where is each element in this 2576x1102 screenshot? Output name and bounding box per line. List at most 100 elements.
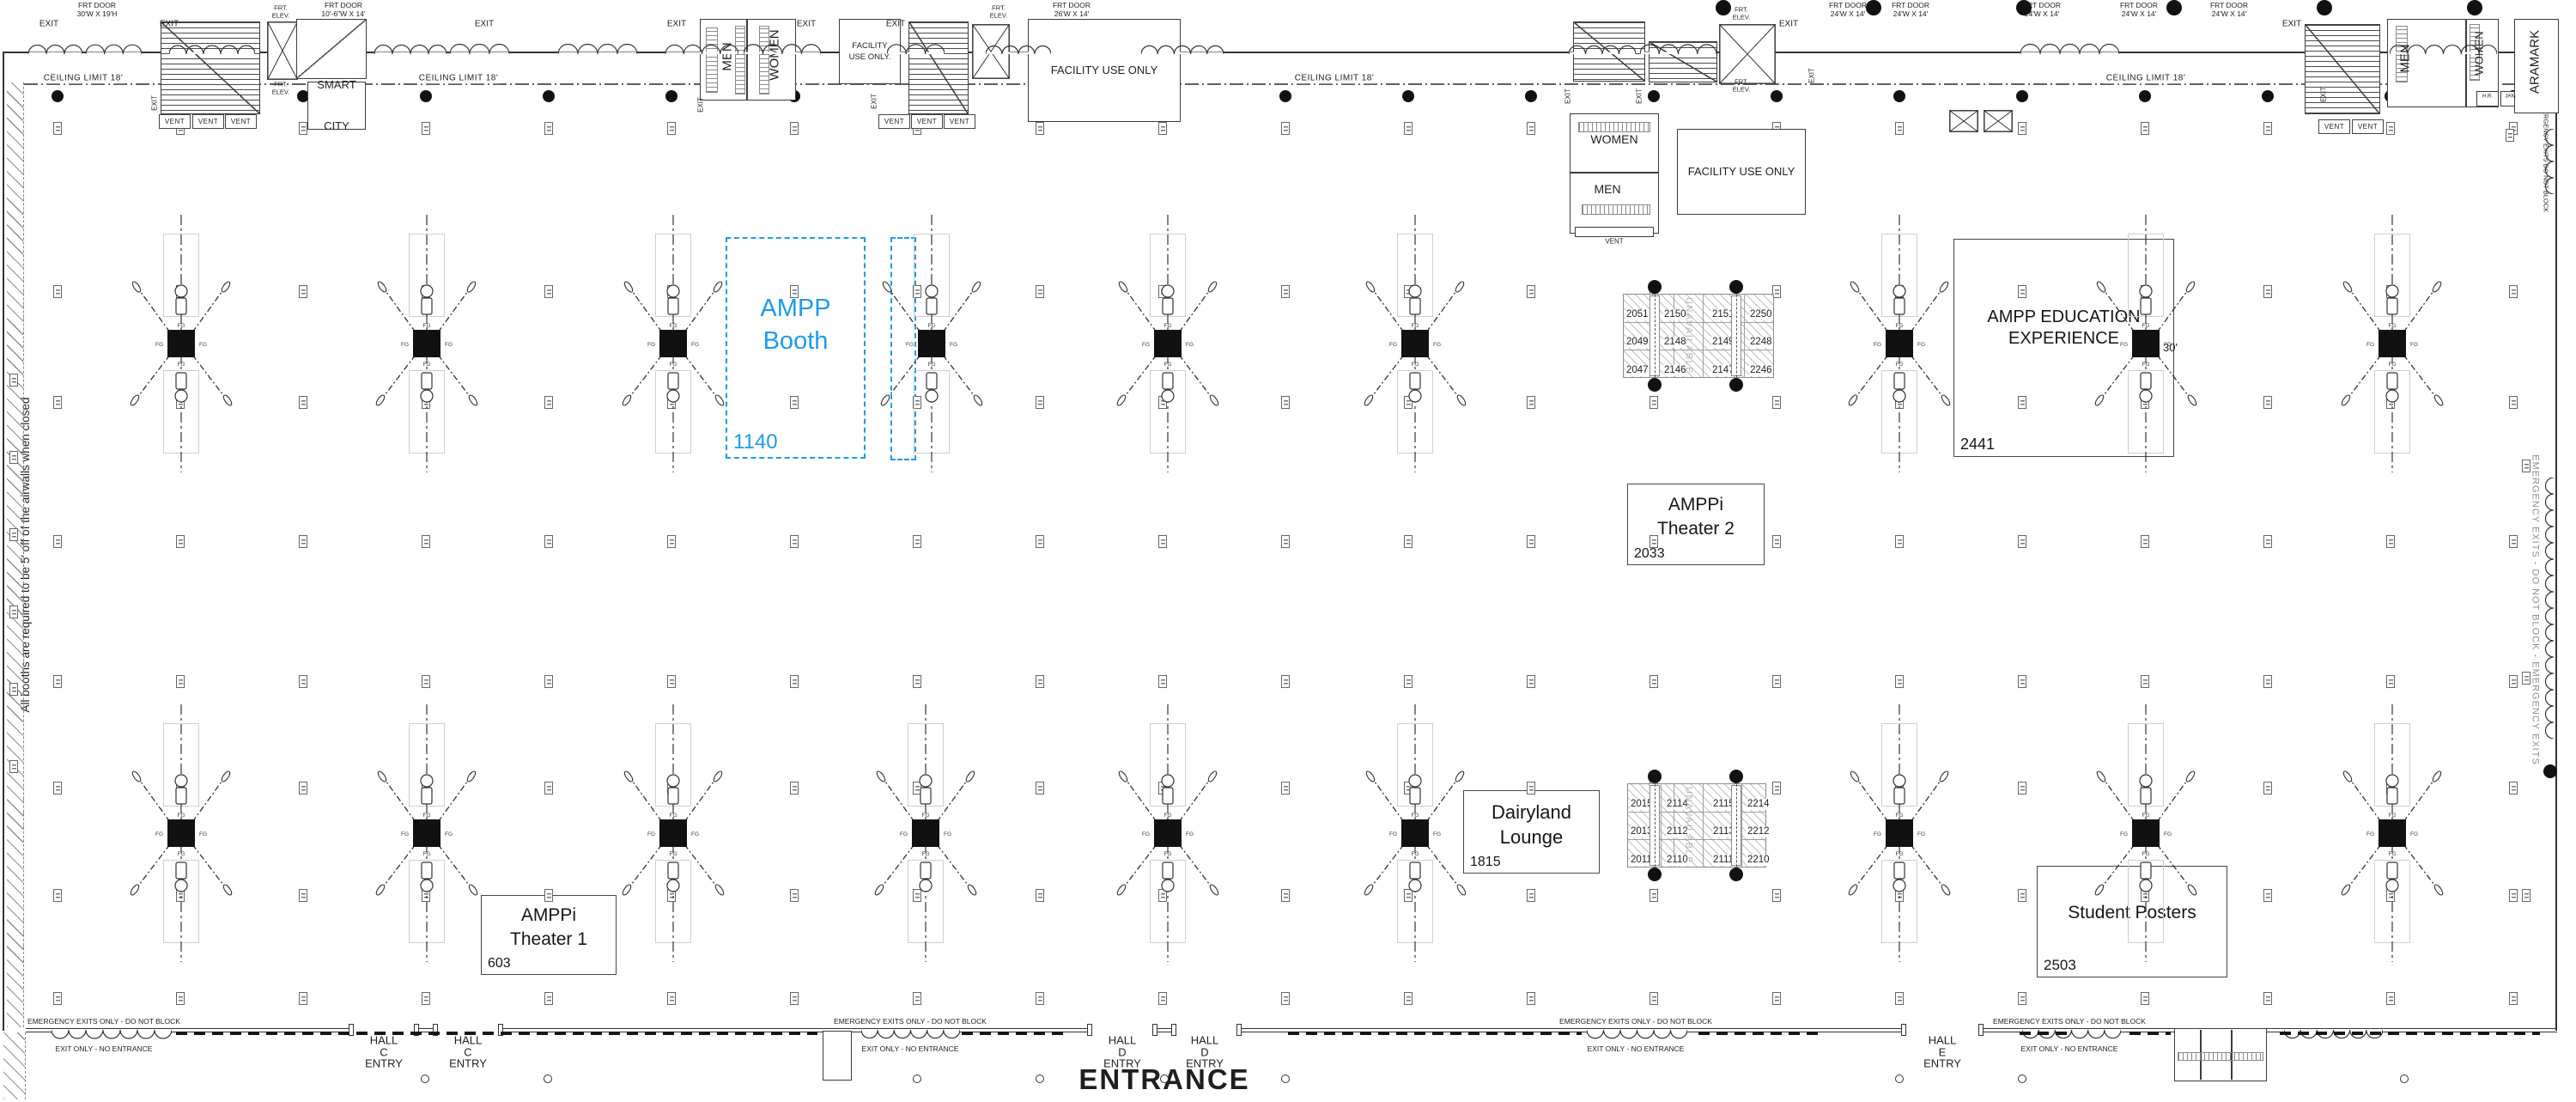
floor-marker [790, 122, 799, 135]
grid-line [1627, 811, 1766, 813]
truss-strip-line [1736, 771, 1737, 880]
svg-text:FG: FG [1874, 342, 1881, 348]
svg-text:FG: FG [1411, 362, 1419, 368]
booth-number[interactable]: 2150 [1663, 308, 1687, 320]
booth-number[interactable]: 2047 [1625, 365, 1649, 376]
booth-number[interactable]: 2151 [1711, 308, 1735, 320]
dairyland-lounge-area[interactable]: Dairyland Lounge 1815 [1463, 790, 1600, 874]
booth-number[interactable]: 2015 [1630, 798, 1654, 810]
elevator-icon [1949, 110, 1978, 132]
booth-number[interactable]: 2049 [1625, 337, 1649, 349]
svg-text:FG: FG [669, 851, 677, 857]
booth-number[interactable]: 2149 [1711, 337, 1735, 349]
booth-number[interactable]: 2212 [1747, 826, 1771, 838]
door-arcs [665, 44, 738, 54]
svg-text:FG: FG [1895, 813, 1903, 819]
booth-number[interactable]: 2013 [1630, 826, 1654, 838]
floor-marker [2386, 122, 2395, 135]
wall-left [3, 52, 5, 1031]
frt-door-label: FRT DOOR 24'W X 14' [2022, 1, 2062, 18]
ampp-theater2-line2: Theater 2 [1657, 519, 1735, 539]
restroom-fixtures [2178, 1052, 2263, 1061]
column-dot [1771, 90, 1783, 102]
ampp-theater2-area[interactable]: AMPPi Theater 2 2033 [1627, 484, 1765, 565]
booth-number[interactable]: 2011 [1630, 855, 1653, 866]
floor-marker [1158, 675, 1167, 688]
floor-marker [53, 889, 62, 902]
door-arcs [169, 45, 255, 54]
floor-marker [1649, 535, 1658, 548]
svg-text:FG: FG [2366, 831, 2374, 837]
grid-line [1703, 294, 1704, 378]
grid-line [1627, 839, 1766, 841]
restroom-fixtures [706, 27, 718, 93]
door-arcs [52, 1030, 172, 1039]
svg-text:FG: FG [199, 831, 207, 837]
booth-number[interactable]: 2148 [1663, 337, 1687, 349]
floor-marker [1649, 889, 1658, 902]
svg-text:FG: FG [1389, 342, 1397, 348]
grid-line [1744, 294, 1745, 378]
grid-line [1741, 783, 1742, 868]
svg-text:FG: FG [1895, 851, 1903, 857]
ampp-education-area[interactable]: AMPP EDUCATION EXPERIENCE 2441 [1953, 239, 2174, 457]
ceiling-limit-label: CEILING LIMIT 18' [1291, 73, 1377, 83]
floor-marker [544, 122, 553, 135]
booth-number[interactable]: 2113 [1712, 826, 1735, 838]
floor-marker [2018, 122, 2026, 135]
svg-text:FG: FG [669, 362, 677, 368]
airwall-dash-line [2020, 1032, 2074, 1035]
structure [1575, 227, 1654, 237]
booth-number[interactable]: 2214 [1747, 798, 1771, 810]
ampp-booth-extension[interactable] [890, 237, 916, 460]
booth-number[interactable]: 2146 [1663, 365, 1687, 376]
svg-text:FG: FG [1389, 831, 1397, 837]
booth-number[interactable]: 2147 [1711, 365, 1735, 376]
ampp-booth-area[interactable]: AMPP Booth 1140 [726, 237, 866, 459]
booth-number[interactable]: 2051 [1625, 308, 1649, 320]
ceiling-limit-line [24, 83, 2555, 85]
exit-only-label: EXIT ONLY - NO ENTRANCE [2020, 1044, 2118, 1054]
floor-marker [2018, 675, 2026, 688]
floor-marker [1527, 535, 1535, 548]
floor-marker [1036, 122, 1044, 135]
booth-number[interactable]: 2110 [1666, 855, 1689, 866]
svg-text:FG: FG [155, 342, 163, 348]
elevator-icon [972, 24, 1010, 79]
frt-elev-label: FRT. ELEV. [1732, 77, 1751, 93]
ampp-theater1-area[interactable]: AMPPi Theater 1 603 [481, 895, 617, 975]
booth-number[interactable]: 2248 [1749, 337, 1773, 349]
smart-city-room[interactable] [307, 82, 366, 130]
door-jamb [433, 1024, 438, 1036]
door-pivot [2018, 1075, 2026, 1083]
floor-marker [1036, 285, 1044, 298]
booth-number[interactable]: 2210 [1747, 855, 1771, 866]
airwall-dash-line [2129, 1032, 2171, 1035]
ampp-theater2-number: 2033 [1634, 546, 1665, 561]
booth-number[interactable]: 2112 [1666, 826, 1689, 838]
floor-marker [1895, 122, 1904, 135]
booth-number[interactable]: 2246 [1749, 365, 1773, 376]
floor-marker [299, 675, 307, 688]
door-arcs [2020, 43, 2119, 54]
facility-room [839, 19, 901, 84]
floor-marker [1527, 285, 1535, 298]
airwall-dash-line [2280, 1032, 2540, 1035]
booth-number[interactable]: 2114 [1666, 798, 1689, 810]
floor-marker [2141, 122, 2149, 135]
floor-marker [790, 782, 799, 795]
floor-marker [1036, 535, 1044, 548]
structure [2514, 19, 2559, 113]
door-arcs [2390, 45, 2497, 54]
booth-number[interactable]: 2111 [1712, 855, 1735, 866]
floor-marker [2509, 992, 2518, 1005]
column-dot [1893, 90, 1905, 102]
booth-number[interactable]: 2250 [1749, 308, 1773, 320]
svg-text:FG: FG [1163, 323, 1171, 329]
student-posters-area[interactable]: Student Posters 2503 [2037, 866, 2227, 977]
booth-number[interactable]: 2115 [1712, 798, 1735, 810]
svg-text:FG: FG [669, 813, 677, 819]
svg-text:FG: FG [177, 851, 185, 857]
exit-only-label: EXIT ONLY - NO ENTRANCE [861, 1044, 959, 1054]
